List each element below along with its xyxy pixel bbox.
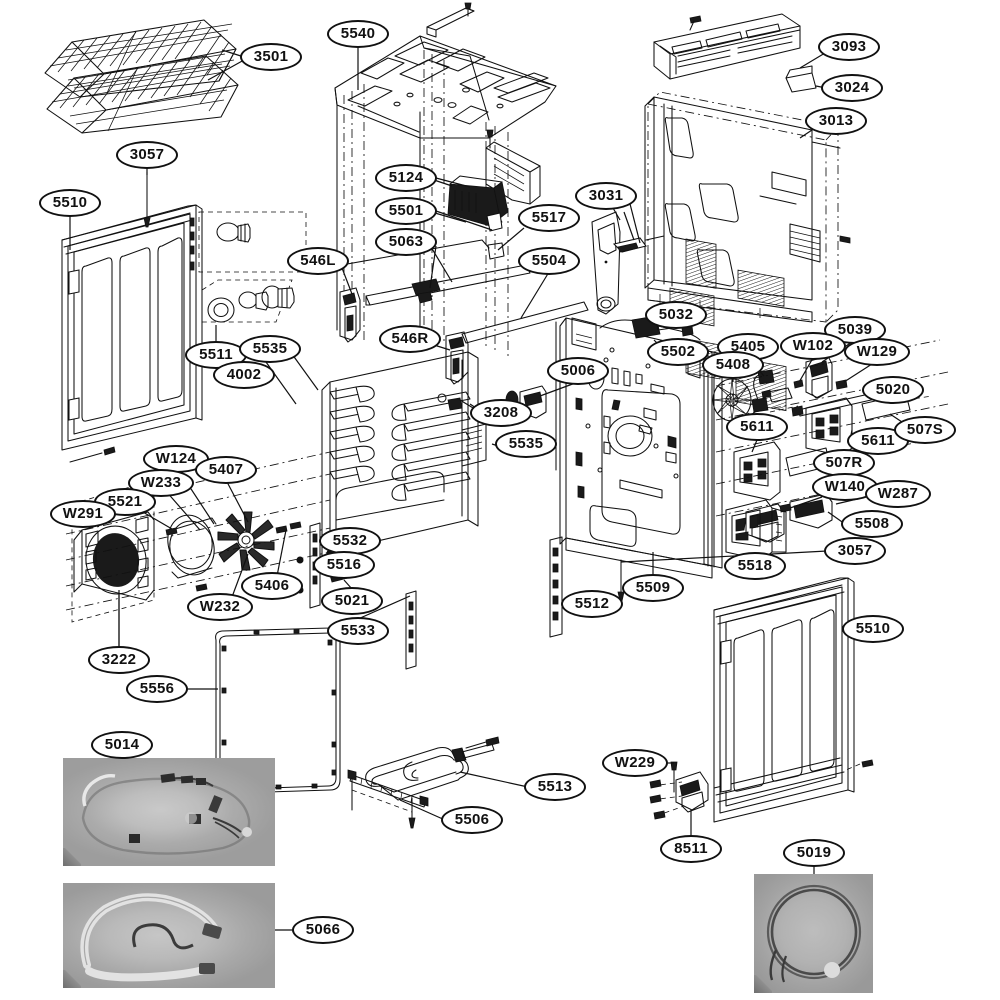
callout-hinge-right[interactable]: 546R <box>379 325 441 353</box>
callout-wire-harness-5014[interactable]: 5014 <box>91 731 153 759</box>
callout-rack-guide-3208[interactable]: 3208 <box>470 399 532 427</box>
callout-lower-door-screw[interactable]: 3057 <box>824 537 886 565</box>
callout-tube-5019[interactable]: 5019 <box>783 839 845 867</box>
callout-pin-5516[interactable]: 5516 <box>313 551 375 579</box>
callout-lamp-assembly[interactable]: 5511 <box>185 341 247 369</box>
callout-sensor-5006[interactable]: 5006 <box>547 357 609 385</box>
photo-inset-5014 <box>63 758 275 866</box>
callout-element-5506[interactable]: 5506 <box>441 806 503 834</box>
callout-screw-5535b[interactable]: 5535 <box>495 430 557 458</box>
part-bake-element-5513 <box>365 736 529 801</box>
callout-screw-w140[interactable]: W140 <box>812 473 878 501</box>
callout-control-panel-trim[interactable]: 3093 <box>818 33 880 61</box>
part-main-top-chassis <box>334 2 557 360</box>
callout-latch-5611-left[interactable]: 5611 <box>726 413 788 441</box>
part-control-panel-trim <box>653 13 817 93</box>
part-blower-cover-3222 <box>65 451 331 648</box>
callout-fan-ring-5521[interactable]: 5521 <box>94 488 156 516</box>
callout-blower-cover-3222[interactable]: 3222 <box>88 646 150 674</box>
callout-bracket-5517[interactable]: 5517 <box>518 204 580 232</box>
callout-screw-5535[interactable]: 5535 <box>239 335 301 363</box>
callout-bracket-5502[interactable]: 5502 <box>647 338 709 366</box>
callout-oven-racks[interactable]: 3501 <box>240 43 302 71</box>
callout-screw-w233[interactable]: W233 <box>128 469 194 497</box>
callout-switch-5508[interactable]: 5508 <box>841 510 903 538</box>
callout-hinge-cover-3031[interactable]: 3031 <box>575 182 637 210</box>
callout-latch-5518[interactable]: 5518 <box>724 552 786 580</box>
callout-control-panel-end-cap[interactable]: 3024 <box>821 74 883 102</box>
callout-screw-5021[interactable]: 5021 <box>321 587 383 615</box>
part-lower-door-assembly <box>617 550 874 823</box>
callout-lower-door-assembly[interactable]: 5510 <box>842 615 904 643</box>
callout-rod-5020[interactable]: 5020 <box>862 376 924 404</box>
callout-upper-door-screw[interactable]: 3057 <box>116 141 178 169</box>
callout-main-top-chassis[interactable]: 5540 <box>327 20 389 48</box>
callout-bracket-5406[interactable]: 5406 <box>241 572 303 600</box>
callout-upper-door-assembly[interactable]: 5510 <box>39 189 101 217</box>
callout-screw-w232[interactable]: W232 <box>187 593 253 621</box>
callout-fan-blade-5407[interactable]: 5407 <box>195 456 257 484</box>
callout-screw-w129[interactable]: W129 <box>844 338 910 366</box>
part-fan-blade-5407 <box>217 511 275 571</box>
part-hinge-cover-3031 <box>591 211 665 315</box>
callout-rear-cabinet-panel[interactable]: 3013 <box>805 107 867 135</box>
callout-blower-housing[interactable]: 5501 <box>375 197 437 225</box>
part-upper-door-assembly <box>61 171 203 463</box>
part-rack-guide-3208 <box>321 351 527 561</box>
callout-rail-5533[interactable]: 5533 <box>327 617 389 645</box>
part-lamp-assembly <box>198 211 307 345</box>
photo-inset-5019 <box>754 874 873 993</box>
callout-hinge-left[interactable]: 546L <box>287 247 349 275</box>
part-hinge-8511 <box>649 761 709 836</box>
callout-lower-cavity-5509[interactable]: 5509 <box>622 574 684 602</box>
callout-bake-element-5513[interactable]: 5513 <box>524 773 586 801</box>
callout-hinge-8511[interactable]: 8511 <box>660 835 722 863</box>
callout-cooling-duct[interactable]: 5124 <box>375 164 437 192</box>
callout-support-rod-5504[interactable]: 5504 <box>518 247 580 275</box>
callout-screw-w102[interactable]: W102 <box>780 332 846 360</box>
part-cooling-duct <box>435 129 541 232</box>
callout-support-rod-left[interactable]: 5063 <box>375 228 437 256</box>
photo-inset-5066 <box>63 883 275 988</box>
callout-screw-w287[interactable]: W287 <box>865 480 931 508</box>
part-support-rod-5504 <box>461 271 589 344</box>
callout-screw-w229[interactable]: W229 <box>602 749 668 777</box>
part-element-5506 <box>347 769 446 829</box>
callout-gasket-5556[interactable]: 5556 <box>126 675 188 703</box>
callout-rail-5512[interactable]: 5512 <box>561 590 623 618</box>
callout-screw-w291[interactable]: W291 <box>50 500 116 528</box>
callout-hose-5066[interactable]: 5066 <box>292 916 354 944</box>
part-fan-ring-5521 <box>167 514 217 579</box>
callout-wire-harness-5032[interactable]: 5032 <box>645 301 707 329</box>
callout-clip-4002[interactable]: 4002 <box>213 361 275 389</box>
callout-insulation-507s[interactable]: 507S <box>894 416 956 444</box>
part-oven-racks <box>44 19 245 134</box>
part-hinge-left <box>339 287 361 343</box>
callout-fan-blade-5408[interactable]: 5408 <box>702 351 764 379</box>
